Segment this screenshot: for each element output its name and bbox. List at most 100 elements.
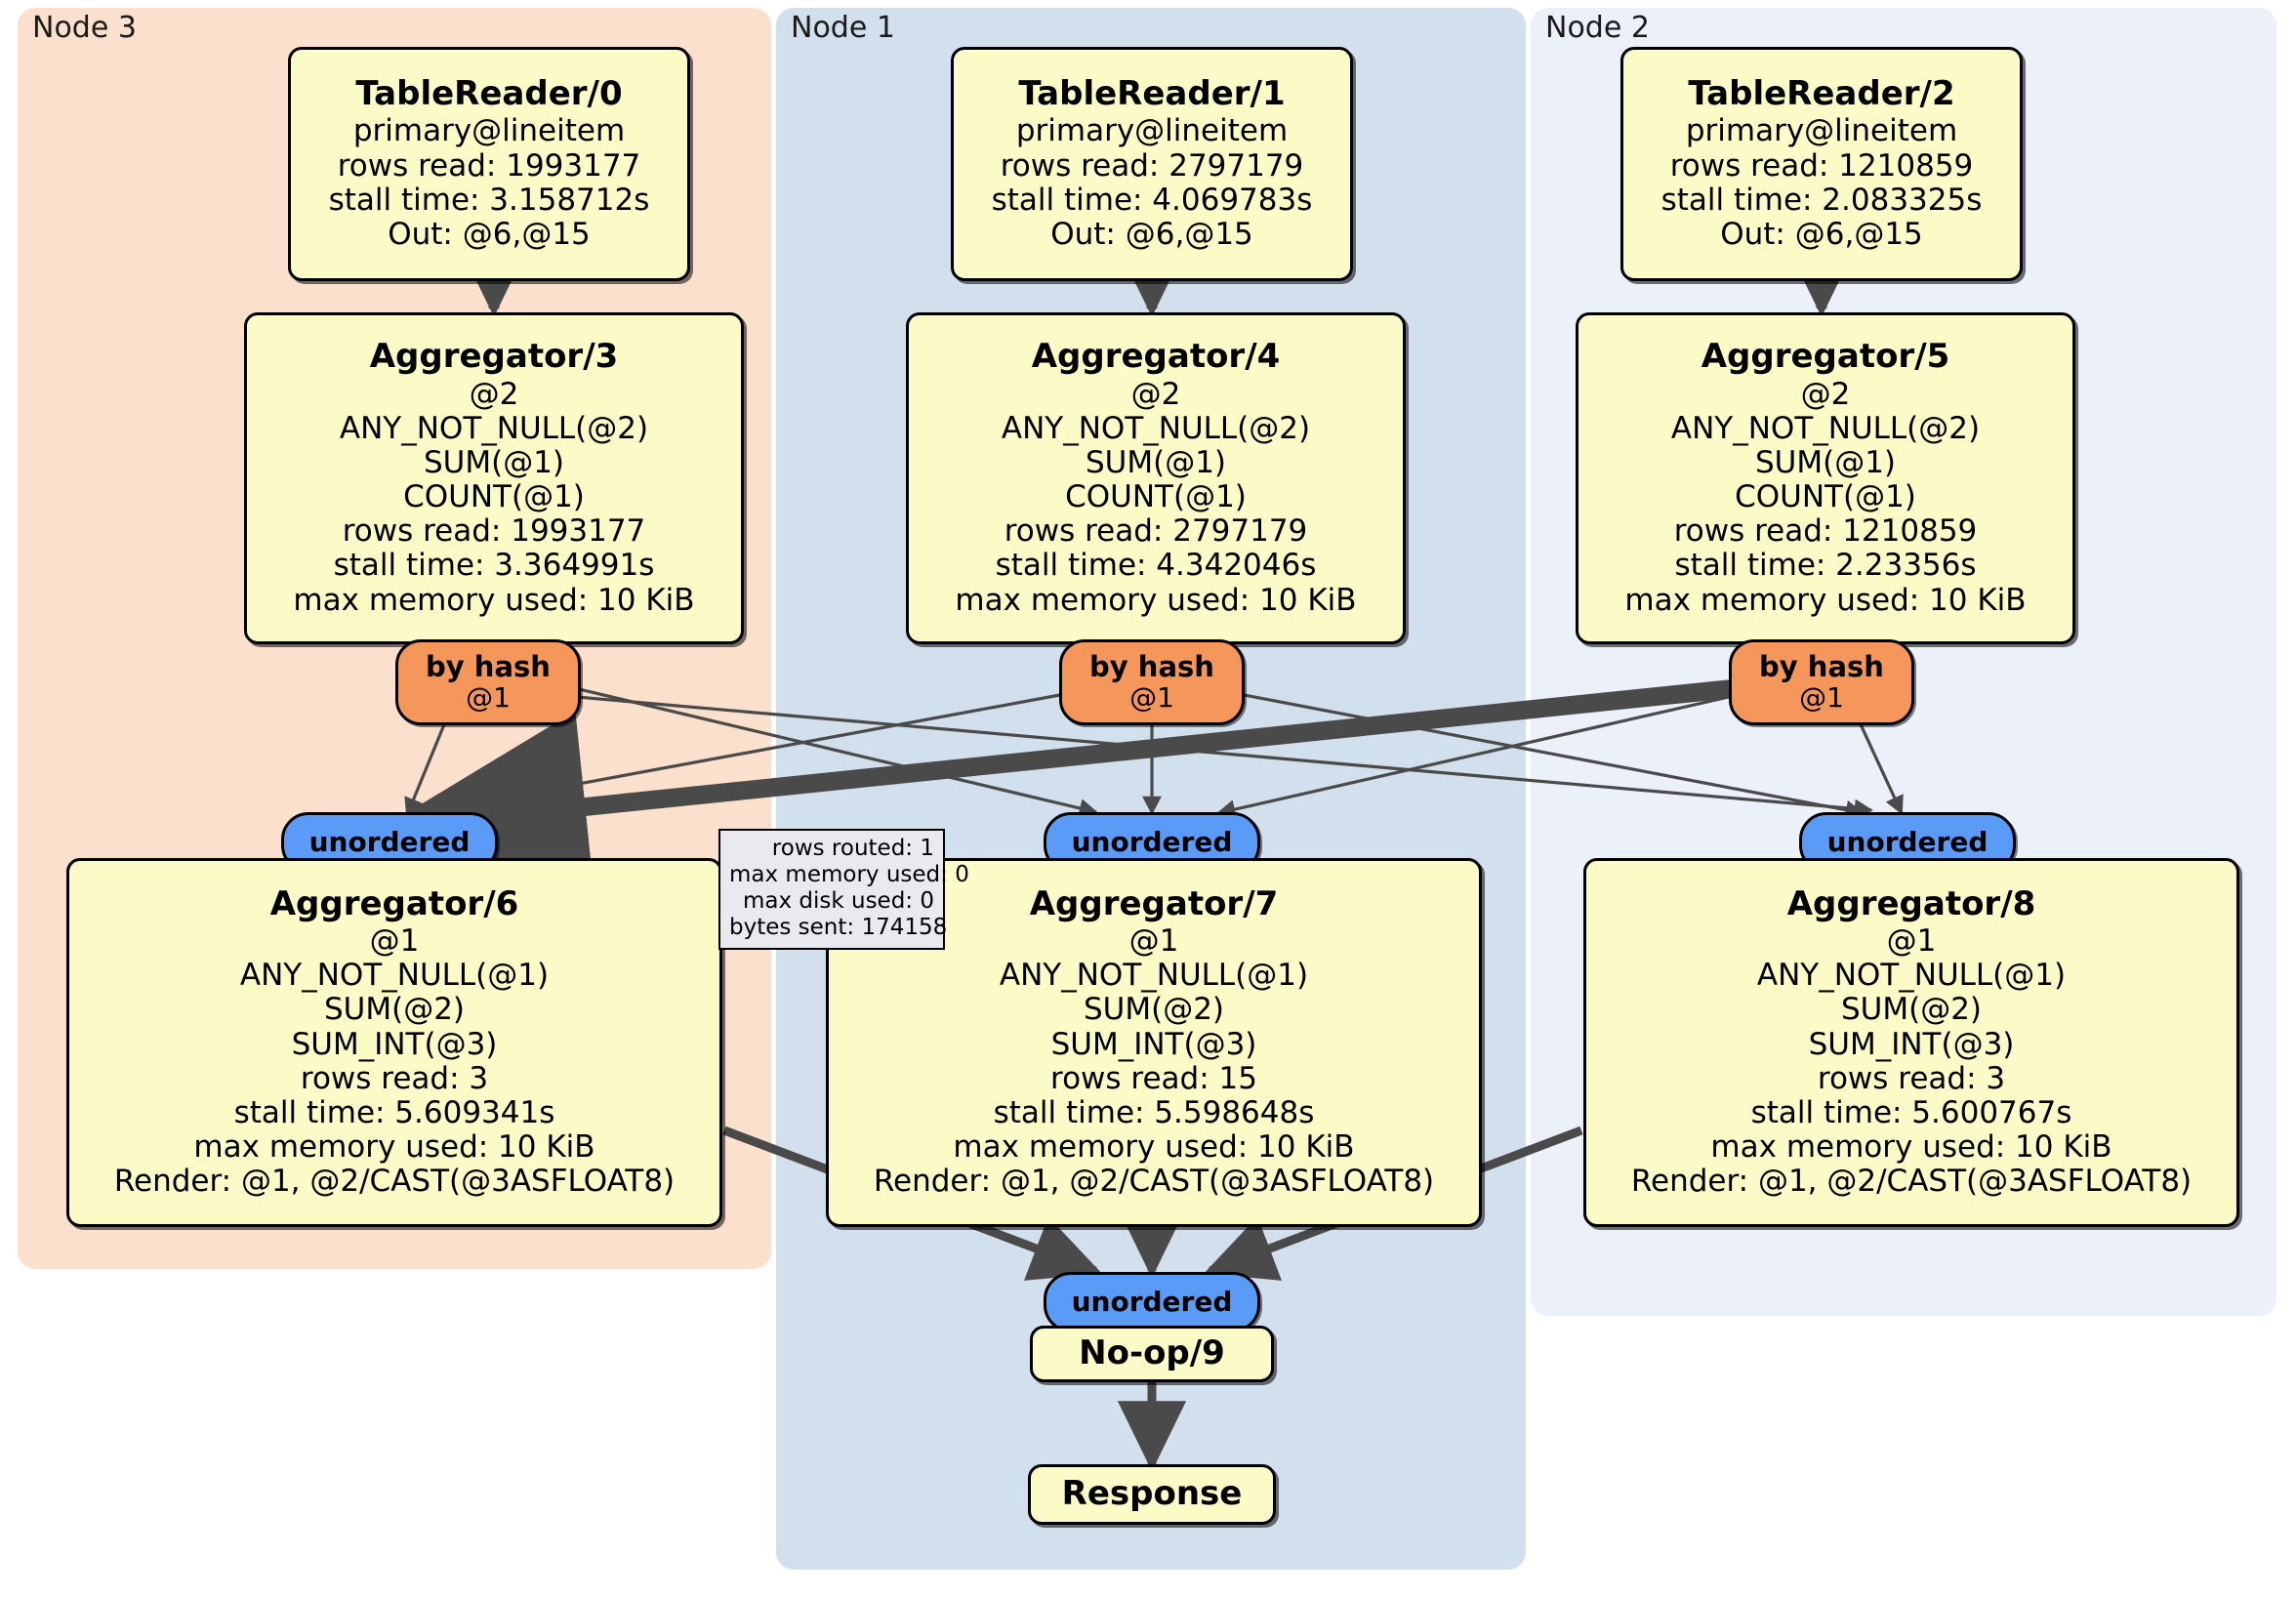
node-line: primary@lineitem (1015, 113, 1289, 149)
node-line: max memory used: 10 KiB (293, 582, 695, 618)
node-title: Aggregator/6 (269, 883, 519, 923)
node-line: @2 (469, 376, 519, 412)
node-title: Aggregator/8 (1786, 883, 2036, 923)
node-line: Render: @1, @2/CAST(@3ASFLOAT8) (873, 1164, 1435, 1200)
node-noop-9[interactable]: No-op/9 (1030, 1326, 1274, 1382)
node-line: SUM(@2) (1083, 992, 1225, 1028)
node-line: @1 (1128, 923, 1179, 959)
node-line: rows read: 1993177 (342, 513, 646, 550)
node-title: Aggregator/4 (1031, 337, 1281, 377)
node-aggregator-5[interactable]: Aggregator/5 @2 ANY_NOT_NULL(@2) SUM(@1)… (1576, 312, 2075, 644)
cluster-label-node3: Node 3 (32, 11, 137, 45)
node-line: stall time: 5.598648s (993, 1094, 1315, 1130)
router-title: by hash (1759, 649, 1884, 683)
node-line: SUM_INT(@3) (1050, 1026, 1257, 1062)
node-line: max memory used: 10 KiB (1710, 1129, 2112, 1166)
router-by-hash-4[interactable]: by hash @1 (1059, 639, 1245, 725)
router-title: by hash (1089, 649, 1214, 683)
node-line: SUM_INT(@3) (1808, 1026, 2015, 1062)
node-line: SUM(@1) (423, 444, 565, 480)
node-aggregator-8[interactable]: Aggregator/8 @1 ANY_NOT_NULL(@1) SUM(@2)… (1583, 858, 2239, 1227)
node-title: TableReader/2 (1688, 73, 1955, 113)
node-tablereader-0[interactable]: TableReader/0 primary@lineitem rows read… (288, 47, 690, 281)
synchronizer-label: unordered (1071, 1286, 1233, 1318)
node-line: stall time: 3.158712s (328, 182, 650, 218)
node-line: ANY_NOT_NULL(@1) (239, 958, 550, 994)
node-line: max memory used: 10 KiB (953, 1129, 1355, 1166)
node-line: stall time: 2.083325s (1660, 182, 1983, 218)
node-title: Response (1061, 1474, 1243, 1513)
node-aggregator-4[interactable]: Aggregator/4 @2 ANY_NOT_NULL(@2) SUM(@1)… (906, 312, 1406, 644)
node-title: Aggregator/5 (1701, 337, 1950, 377)
node-line: ANY_NOT_NULL(@2) (339, 410, 649, 446)
node-aggregator-3[interactable]: Aggregator/3 @2 ANY_NOT_NULL(@2) SUM(@1)… (244, 312, 744, 644)
node-line: COUNT(@1) (403, 479, 585, 515)
node-title: TableReader/0 (355, 73, 623, 113)
node-title: Aggregator/3 (369, 337, 619, 377)
node-tablereader-1[interactable]: TableReader/1 primary@lineitem rows read… (951, 47, 1353, 281)
node-line: ANY_NOT_NULL(@1) (1756, 958, 2067, 994)
node-line: max memory used: 10 KiB (1624, 582, 2027, 618)
edge-stat-line: max memory used: 0 (729, 862, 969, 888)
node-line: rows read: 1210859 (1669, 147, 1974, 184)
node-title: Aggregator/7 (1029, 883, 1279, 923)
node-line: primary@lineitem (1685, 113, 1958, 149)
node-aggregator-6[interactable]: Aggregator/6 @1 ANY_NOT_NULL(@1) SUM(@2)… (66, 858, 722, 1227)
node-response[interactable]: Response (1028, 1464, 1276, 1525)
node-line: stall time: 5.600767s (1750, 1094, 2072, 1130)
node-line: primary@lineitem (352, 113, 626, 149)
synchronizer-label: unordered (1071, 826, 1233, 858)
node-line: SUM(@2) (1840, 992, 1983, 1028)
synchronizer-label: unordered (308, 826, 471, 858)
node-title: No-op/9 (1079, 1333, 1225, 1372)
router-title: by hash (426, 649, 551, 683)
node-line: Out: @6,@15 (388, 216, 591, 252)
node-line: @2 (1130, 376, 1181, 412)
node-line: COUNT(@1) (1735, 479, 1916, 515)
node-line: rows read: 3 (1817, 1060, 2006, 1096)
node-line: Render: @1, @2/CAST(@3ASFLOAT8) (1630, 1164, 2193, 1200)
router-by-hash-3[interactable]: by hash @1 (395, 639, 581, 725)
node-line: max memory used: 10 KiB (955, 582, 1357, 618)
node-line: rows read: 15 (1050, 1060, 1257, 1096)
node-line: SUM(@1) (1754, 444, 1897, 480)
node-line: rows read: 3 (300, 1060, 489, 1096)
node-line: max memory used: 10 KiB (193, 1129, 595, 1166)
node-line: rows read: 1993177 (337, 147, 641, 184)
router-column: @1 (1129, 680, 1174, 714)
node-line: @1 (1886, 923, 1937, 959)
node-line: @2 (1800, 376, 1851, 412)
node-line: SUM(@2) (323, 992, 466, 1028)
node-line: ANY_NOT_NULL(@2) (1670, 410, 1981, 446)
node-line: rows read: 2797179 (1004, 513, 1308, 550)
edge-stat-line: bytes sent: 174158 (729, 915, 948, 941)
synchronizer-unordered-final[interactable]: unordered (1044, 1272, 1260, 1332)
node-line: ANY_NOT_NULL(@2) (1001, 410, 1311, 446)
node-line: COUNT(@1) (1065, 479, 1247, 515)
node-line: Render: @1, @2/CAST(@3ASFLOAT8) (113, 1164, 676, 1200)
synchronizer-unordered-8[interactable]: unordered (1799, 812, 2016, 873)
node-line: @1 (369, 923, 420, 959)
router-column: @1 (466, 680, 511, 714)
node-line: Out: @6,@15 (1050, 216, 1253, 252)
cluster-label-node2: Node 2 (1545, 11, 1650, 45)
node-line: rows read: 1210859 (1673, 513, 1978, 550)
node-line: stall time: 4.342046s (995, 548, 1317, 584)
node-line: Out: @6,@15 (1720, 216, 1923, 252)
node-line: SUM_INT(@3) (291, 1026, 498, 1062)
node-tablereader-2[interactable]: TableReader/2 primary@lineitem rows read… (1620, 47, 2023, 281)
node-title: TableReader/1 (1018, 73, 1286, 113)
node-line: stall time: 2.23356s (1674, 548, 1977, 584)
router-by-hash-5[interactable]: by hash @1 (1729, 639, 1914, 725)
node-line: ANY_NOT_NULL(@1) (999, 958, 1309, 994)
edge-stat-line: max disk used: 0 (742, 888, 934, 915)
node-line: SUM(@1) (1085, 444, 1227, 480)
edge-stat-line: rows routed: 1 (771, 836, 934, 861)
synchronizer-label: unordered (1826, 826, 1988, 858)
router-column: @1 (1799, 680, 1844, 714)
node-line: stall time: 3.364991s (333, 548, 655, 584)
node-aggregator-7[interactable]: Aggregator/7 @1 ANY_NOT_NULL(@1) SUM(@2)… (826, 858, 1482, 1227)
node-line: stall time: 4.069783s (991, 182, 1313, 218)
node-line: stall time: 5.609341s (233, 1094, 555, 1130)
